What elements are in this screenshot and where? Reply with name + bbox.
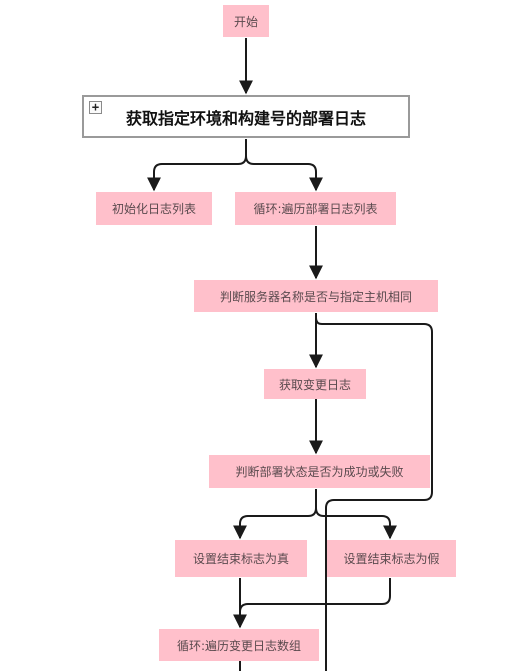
edge-check-status-to-false — [315, 489, 397, 540]
edge-fetch-to-init — [147, 139, 247, 192]
check-server-name-node[interactable]: 判断服务器名称是否与指定主机相同 — [194, 280, 438, 312]
expand-plus-icon[interactable]: + — [89, 101, 102, 114]
start-node[interactable]: 开始 — [223, 5, 269, 37]
check-deploy-status-node[interactable]: 判断部署状态是否为成功或失败 — [209, 455, 430, 488]
get-change-log-node[interactable]: 获取变更日志 — [264, 369, 366, 399]
set-end-true-node[interactable]: 设置结束标志为真 — [175, 540, 307, 577]
loop-deploy-logs-node[interactable]: 循环:遍历部署日志列表 — [235, 192, 396, 225]
edge-false-merge — [239, 578, 391, 613]
fetch-logs-node[interactable]: + 获取指定环境和构建号的部署日志 — [82, 95, 410, 138]
edge-fetch-to-loop — [245, 139, 323, 192]
edge-check-server-bypass — [315, 313, 433, 671]
fetch-logs-label: 获取指定环境和构建号的部署日志 — [125, 108, 366, 128]
loop-change-logs-node[interactable]: 循环:遍历变更日志数组 — [159, 629, 319, 661]
set-end-false-node[interactable]: 设置结束标志为假 — [327, 540, 456, 577]
init-list-node[interactable]: 初始化日志列表 — [96, 192, 212, 225]
edge-check-status-to-true — [233, 489, 317, 540]
